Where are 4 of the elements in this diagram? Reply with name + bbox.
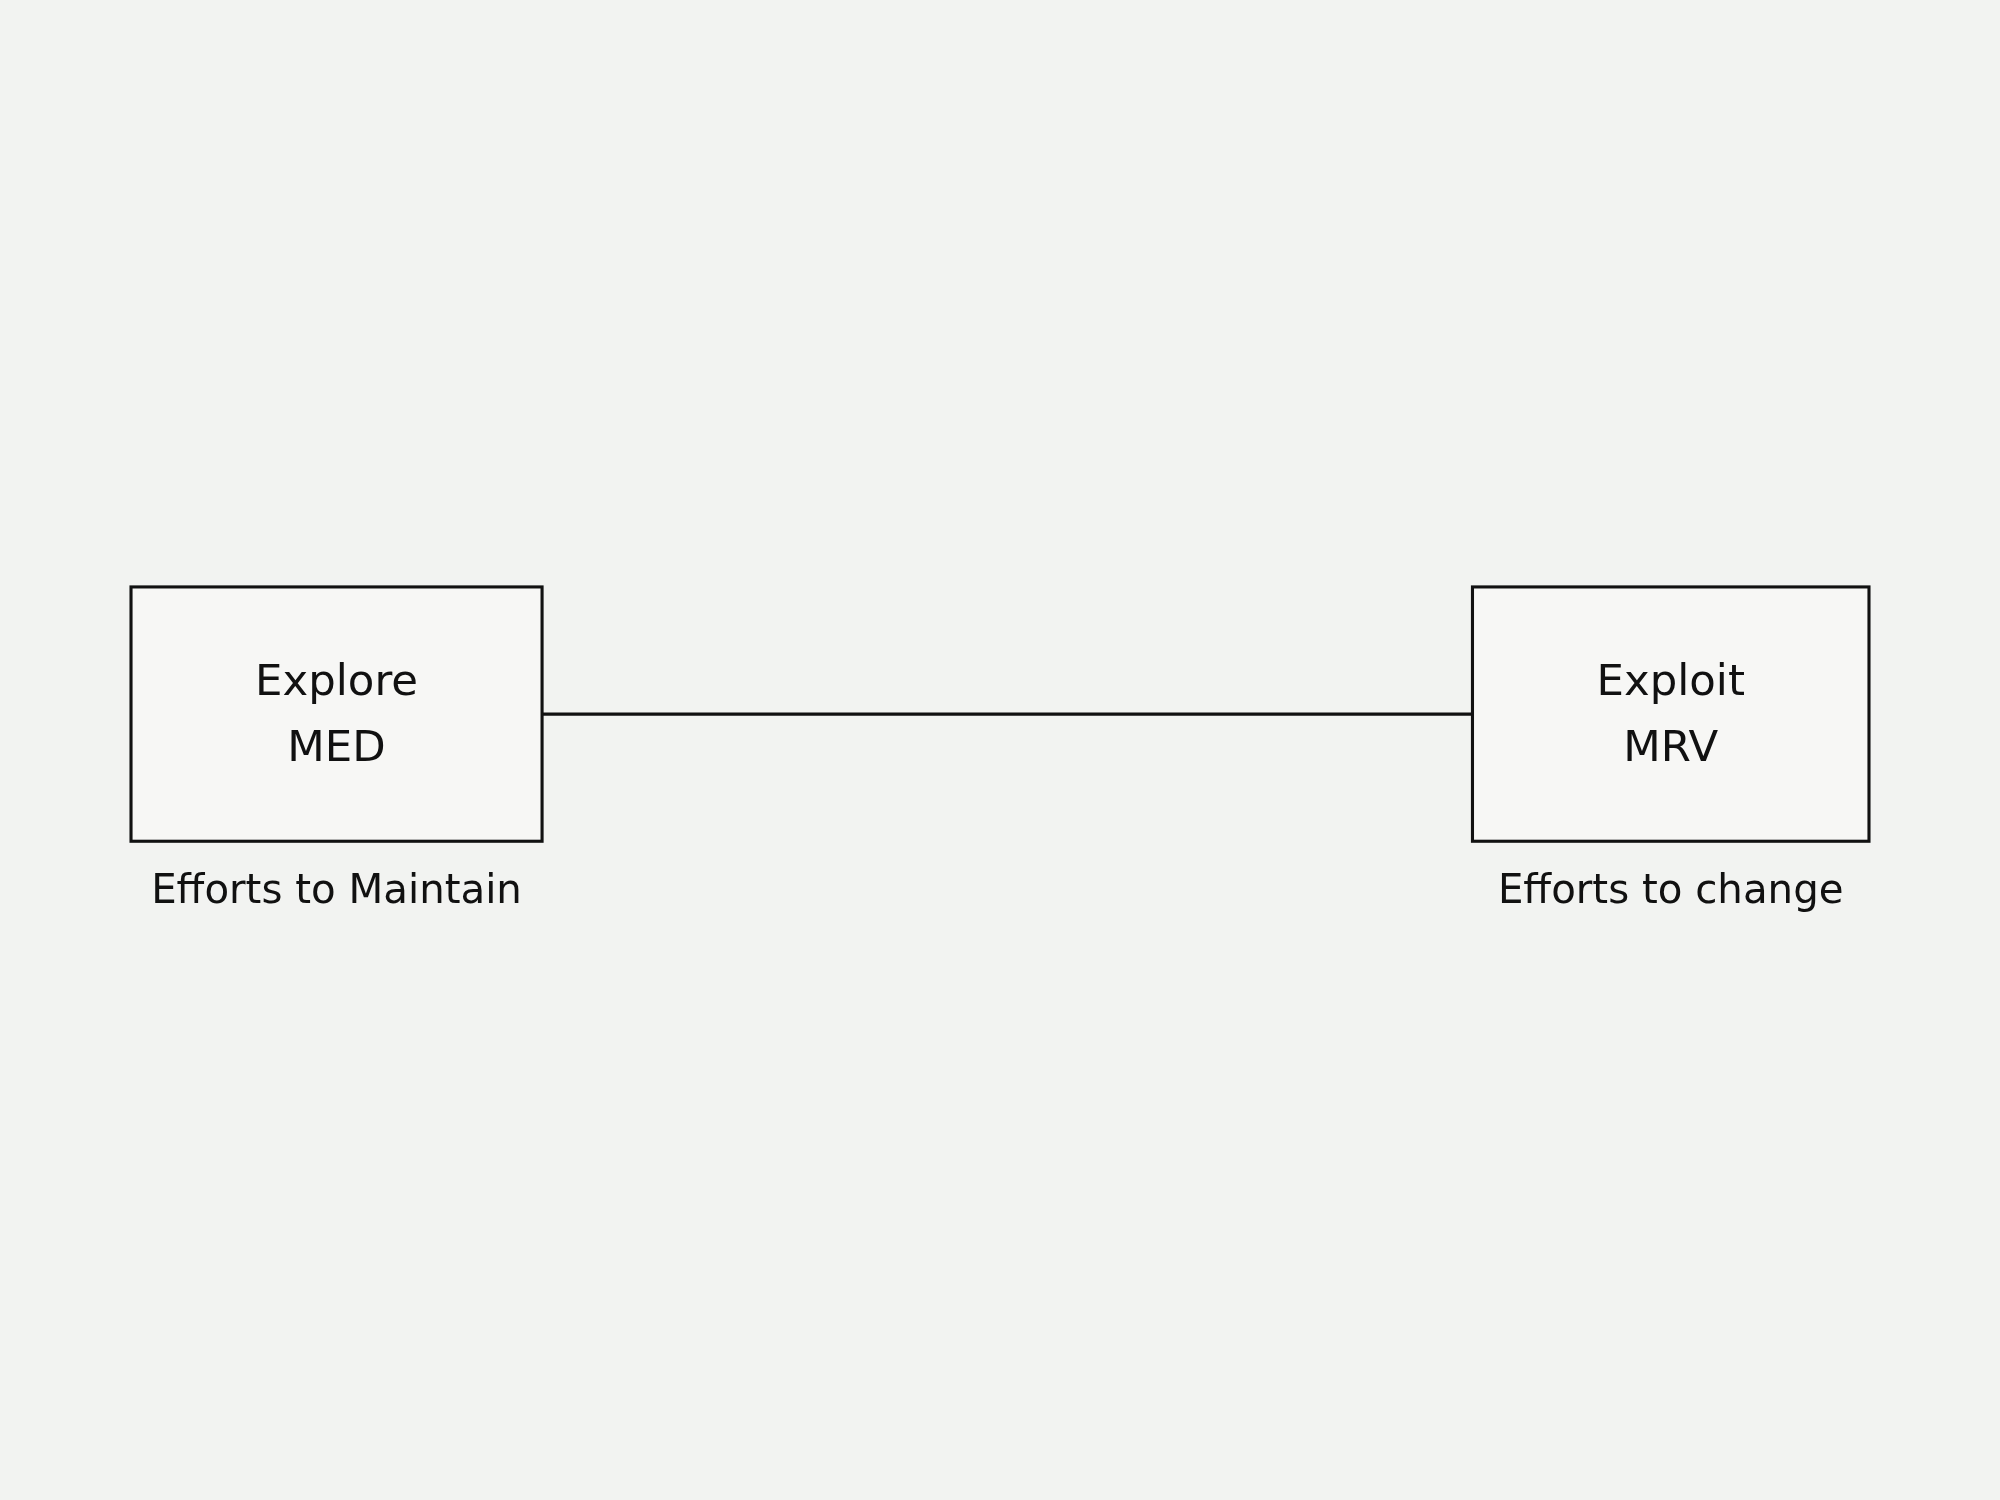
node-caption: Efforts to Maintain (151, 866, 522, 914)
node-caption: Efforts to change (1497, 866, 1844, 914)
node-box: Exploit MRV (1470, 585, 1871, 843)
node-box: Explore MED (129, 585, 544, 843)
